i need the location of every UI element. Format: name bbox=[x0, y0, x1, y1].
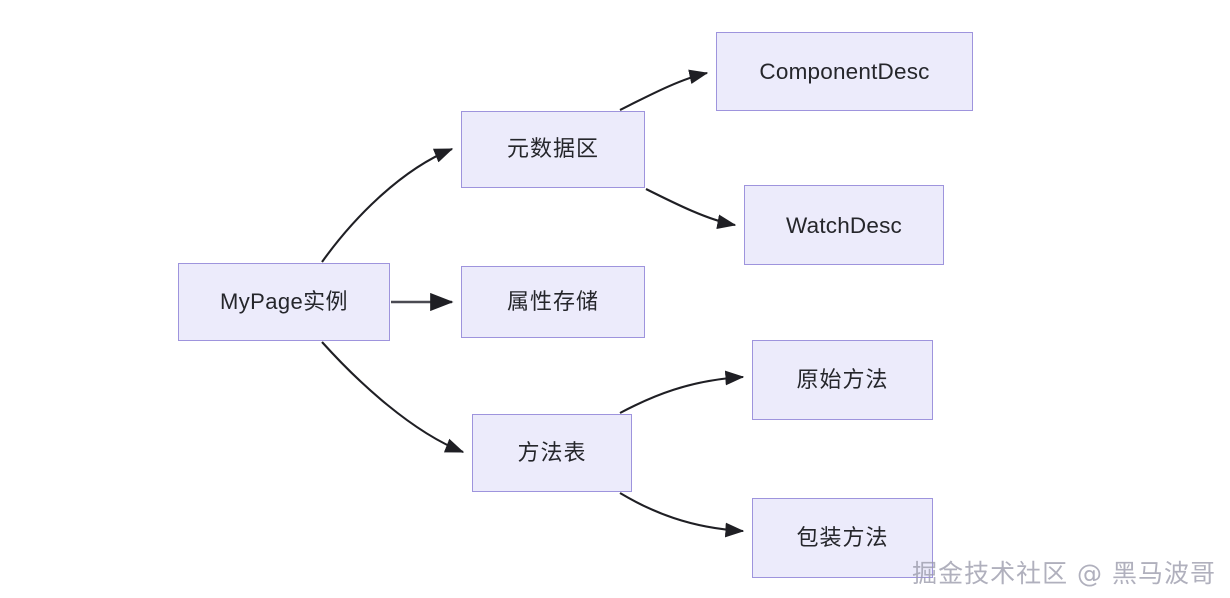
edge-metadata-to-componentdesc bbox=[619, 69, 709, 111]
edge-mypage-to-methods bbox=[321, 341, 465, 453]
node-label: 包装方法 bbox=[796, 524, 889, 550]
node-label: 属性存储 bbox=[506, 288, 599, 314]
node-original-method[interactable]: 原始方法 bbox=[752, 340, 933, 420]
edge-methods-to-wrapper bbox=[619, 492, 745, 538]
edge-metadata-to-watchdesc bbox=[645, 188, 737, 230]
watermark-text: 掘金技术社区 @ 黑马波哥 bbox=[912, 559, 1216, 588]
node-watch-desc[interactable]: WatchDesc bbox=[744, 185, 944, 265]
edge-methods-to-original bbox=[619, 370, 745, 414]
node-label: WatchDesc bbox=[786, 212, 902, 238]
node-label: 元数据区 bbox=[506, 136, 599, 162]
node-label: ComponentDesc bbox=[759, 59, 930, 84]
node-label: 原始方法 bbox=[796, 366, 889, 392]
node-mypage-instance[interactable]: MyPage实例 bbox=[178, 263, 390, 341]
node-component-desc[interactable]: ComponentDesc bbox=[716, 32, 973, 111]
node-method-table[interactable]: 方法表 bbox=[472, 414, 632, 492]
node-property-storage[interactable]: 属性存储 bbox=[461, 266, 645, 338]
node-label: 方法表 bbox=[517, 439, 587, 465]
node-wrapped-method[interactable]: 包装方法 bbox=[752, 498, 933, 578]
node-label: MyPage实例 bbox=[220, 288, 348, 314]
edge-mypage-to-metadata bbox=[321, 148, 454, 263]
node-metadata-area[interactable]: 元数据区 bbox=[461, 111, 645, 188]
